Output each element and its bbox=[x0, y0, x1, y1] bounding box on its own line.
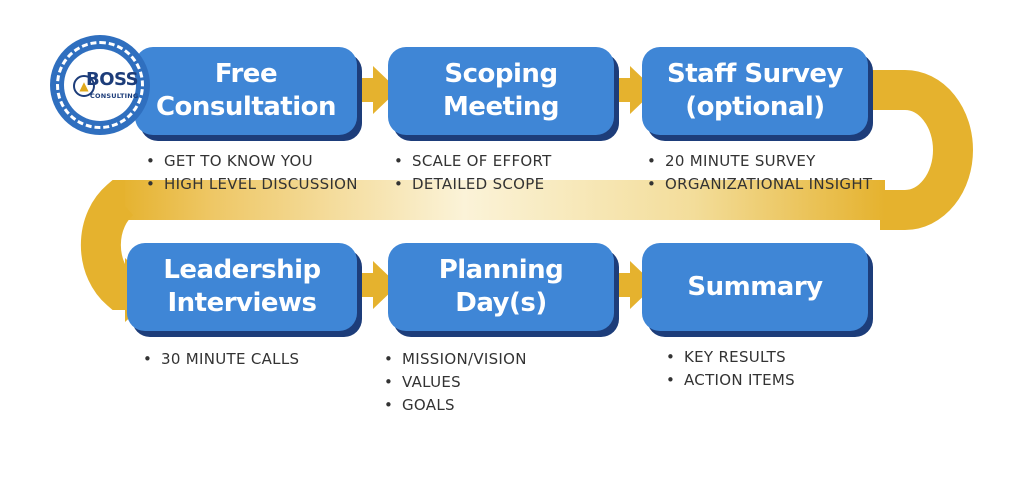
boss-consulting-logo: ▲ BOSS CONSULTING bbox=[50, 35, 150, 135]
step-scoping-meeting: Scoping Meeting bbox=[388, 47, 614, 135]
bullet-item: KEY RESULTS bbox=[666, 346, 795, 369]
bullets-staff-survey: 20 MINUTE SURVEY ORGANIZATIONAL INSIGHT bbox=[647, 150, 872, 196]
bullet-item: 30 MINUTE CALLS bbox=[143, 348, 299, 371]
bullet-item: ACTION ITEMS bbox=[666, 369, 795, 392]
step-leadership-interviews: Leadership Interviews bbox=[127, 243, 357, 331]
bullet-item: HIGH LEVEL DISCUSSION bbox=[146, 173, 358, 196]
logo-face: ▲ BOSS CONSULTING bbox=[64, 49, 139, 121]
bullets-planning-days: MISSION/VISION VALUES GOALS bbox=[384, 348, 527, 417]
step-summary: Summary bbox=[642, 243, 868, 331]
bullet-item: MISSION/VISION bbox=[384, 348, 527, 371]
step-planning-days: Planning Day(s) bbox=[388, 243, 614, 331]
compass-icon: ▲ bbox=[73, 75, 95, 97]
connector-right-turn bbox=[862, 70, 973, 230]
bullet-item: VALUES bbox=[384, 371, 527, 394]
bullet-item: GOALS bbox=[384, 394, 527, 417]
bullet-item: 20 MINUTE SURVEY bbox=[647, 150, 872, 173]
arrow-step1-to-step2 bbox=[348, 66, 398, 114]
bullets-summary: KEY RESULTS ACTION ITEMS bbox=[666, 346, 795, 392]
bullets-free-consultation: GET TO KNOW YOU HIGH LEVEL DISCUSSION bbox=[146, 150, 358, 196]
arrow-step4-to-step5 bbox=[348, 261, 398, 309]
logo-subtitle: CONSULTING bbox=[90, 92, 139, 100]
bullets-leadership-interviews: 30 MINUTE CALLS bbox=[143, 348, 299, 371]
step-free-consultation: Free Consultation bbox=[135, 47, 357, 135]
connector-left-turn bbox=[80, 180, 134, 310]
bullet-item: SCALE OF EFFORT bbox=[394, 150, 552, 173]
bullets-scoping-meeting: SCALE OF EFFORT DETAILED SCOPE bbox=[394, 150, 552, 196]
logo-wordmark: BOSS bbox=[86, 69, 139, 90]
step-staff-survey: Staff Survey (optional) bbox=[642, 47, 868, 135]
logo-dashed-ring bbox=[56, 41, 144, 129]
bullet-item: ORGANIZATIONAL INSIGHT bbox=[647, 173, 872, 196]
bullet-item: DETAILED SCOPE bbox=[394, 173, 552, 196]
bullet-item: GET TO KNOW YOU bbox=[146, 150, 358, 173]
